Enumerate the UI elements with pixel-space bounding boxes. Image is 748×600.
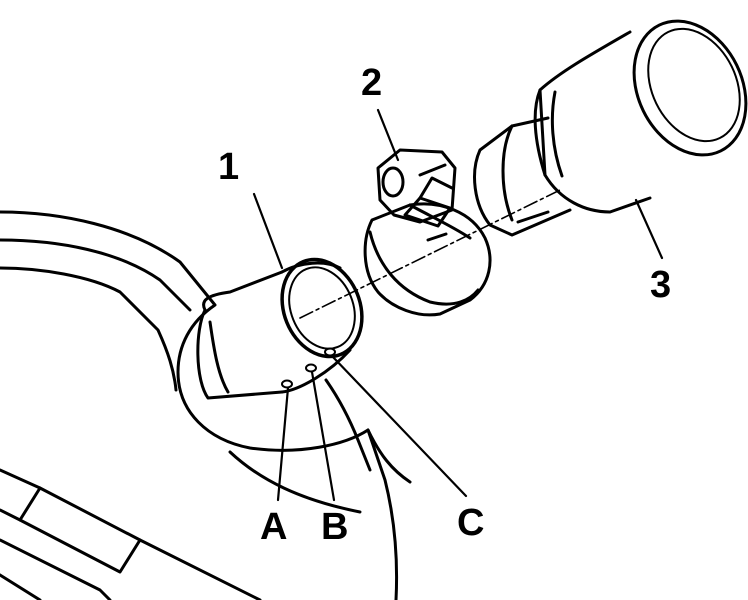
- callout-a: A: [260, 506, 288, 548]
- mark-b: [305, 363, 317, 373]
- outlet-pipe: [196, 257, 364, 400]
- clamp: [363, 148, 492, 317]
- alignment-marks: [281, 347, 336, 389]
- callout-2: 2: [361, 62, 383, 104]
- callout-c: C: [457, 502, 485, 544]
- centerline: [299, 189, 561, 319]
- silencer-body: [0, 210, 412, 600]
- leader-c: [330, 354, 468, 498]
- leader-1: [252, 192, 284, 270]
- mark-c: [324, 347, 336, 357]
- leader-lines: [252, 108, 664, 502]
- leader-a: [276, 386, 290, 502]
- callout-1: 1: [218, 146, 240, 188]
- leader-3: [634, 198, 664, 260]
- callout-3: 3: [650, 264, 672, 306]
- callout-b: B: [321, 506, 349, 548]
- mark-a: [281, 379, 293, 389]
- tail-pipe-tip: [473, 19, 748, 237]
- leader-b: [310, 370, 336, 502]
- leader-2: [376, 108, 400, 162]
